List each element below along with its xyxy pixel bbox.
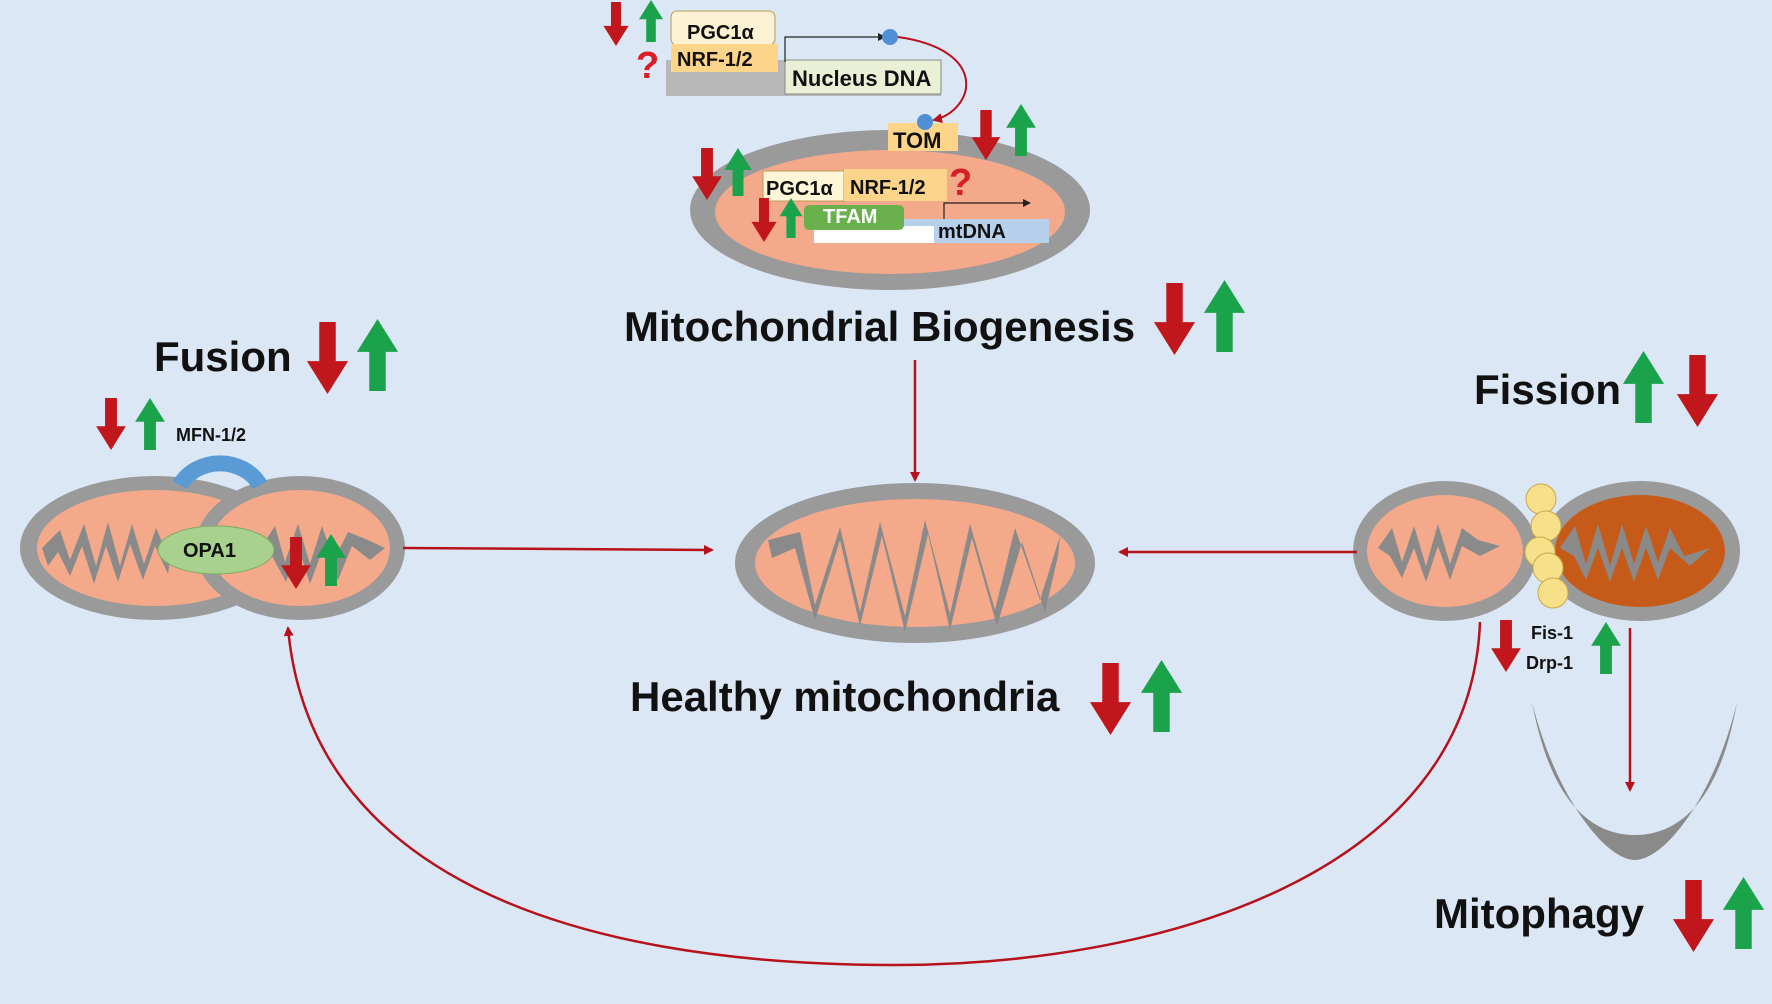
- mito-nrf-box: [844, 169, 947, 201]
- fusion-mitochondria: OPA1: [20, 455, 405, 620]
- biogenesis-mitochondrion: TOM PGC1α NRF-1/2 ? mtDNA TFAM: [690, 104, 1090, 290]
- nucleus-up-arrow-icon: [639, 0, 663, 42]
- nucleus-nrf-label: NRF-1/2: [677, 49, 753, 71]
- healthy-mitochondrion: [735, 483, 1095, 643]
- nucleus-down-arrow-icon: [603, 2, 629, 46]
- mitophagy-title: Mitophagy: [1434, 890, 1645, 937]
- healthy-up-arrow-icon: [1140, 660, 1183, 732]
- nucleus-nrf-box: [671, 44, 778, 72]
- nucleus-transcription-arrow: [784, 33, 886, 62]
- healthy-title: Healthy mitochondria: [630, 673, 1060, 720]
- fission-title: Fission: [1474, 366, 1621, 413]
- opa1-ellipse: [157, 525, 275, 575]
- tfam-box: [804, 205, 904, 230]
- fis1-up-arrow-icon: [1591, 622, 1621, 674]
- fusion-to-healthy-arrow: [402, 544, 714, 555]
- mito-pgc1a-box: [762, 170, 845, 202]
- mtdna-label: mtDNA: [938, 221, 1006, 243]
- mitophagy-up-arrow-icon: [1722, 877, 1765, 949]
- nucleus-dna-box: [784, 59, 942, 95]
- biogenesis-down-arrow-icon: [1153, 283, 1196, 355]
- tfam-label: TFAM: [823, 206, 877, 228]
- tom-label: TOM: [893, 128, 941, 153]
- tom-protein-dot: [917, 114, 933, 130]
- nucleus-question-mark: ?: [636, 45, 659, 87]
- biogenesis-up-arrow-icon: [1203, 280, 1246, 352]
- healthy-matrix: [755, 499, 1075, 627]
- mitophagy-down-arrow-icon: [1672, 880, 1715, 952]
- mito-question-mark: ?: [949, 162, 972, 204]
- fusion-up-arrow-icon: [356, 319, 399, 391]
- fission-up-arrow-icon: [1622, 351, 1665, 423]
- biogenesis-title: Mitochondrial Biogenesis: [624, 303, 1135, 350]
- nucleus-protein-dot: [882, 29, 898, 45]
- mtdna-strand-white: [814, 226, 934, 243]
- mtdna-transcription-arrow: [943, 199, 1031, 219]
- nucleus-dna-label: Nucleus DNA: [792, 66, 931, 91]
- fusion-left-cristae: [42, 522, 170, 584]
- nucleus-pgc1a-label: PGC1α: [687, 22, 754, 44]
- fis1-label: Fis-1: [1531, 623, 1573, 643]
- fusion-down-arrow-icon: [306, 322, 349, 394]
- healthy-down-arrow-icon: [1089, 663, 1132, 735]
- healthy-cristae: [768, 520, 1060, 632]
- mfn-down-arrow-icon: [96, 398, 126, 450]
- fission-left-cristae: [1378, 524, 1500, 582]
- autophagosome-crescent: [1532, 702, 1737, 860]
- fission-to-fusion-loop-arrow: [283, 621, 1482, 967]
- fission-down-arrow-icon: [1676, 355, 1719, 427]
- mito-pgc1a-label: PGC1α: [766, 178, 833, 200]
- fusion-title: Fusion: [154, 333, 292, 380]
- fission-right-cristae: [1560, 524, 1710, 582]
- fission-bead-ring: [1524, 483, 1569, 609]
- drp1-label: Drp-1: [1526, 653, 1573, 673]
- opa1-label: OPA1: [183, 540, 236, 562]
- mfn-tether: [173, 455, 267, 490]
- protein-import-path: [897, 36, 968, 123]
- nucleus-group: Nucleus DNA PGC1α NRF-1/2 ?: [603, 0, 968, 123]
- mfn-label: MFN-1/2: [176, 425, 246, 445]
- fission-mitochondria: [1353, 481, 1740, 621]
- drp1-down-arrow-icon: [1491, 620, 1521, 672]
- fusion-right-cristae: [262, 524, 385, 584]
- mfn-up-arrow-icon: [135, 398, 165, 450]
- mito-nrf-label: NRF-1/2: [850, 177, 926, 199]
